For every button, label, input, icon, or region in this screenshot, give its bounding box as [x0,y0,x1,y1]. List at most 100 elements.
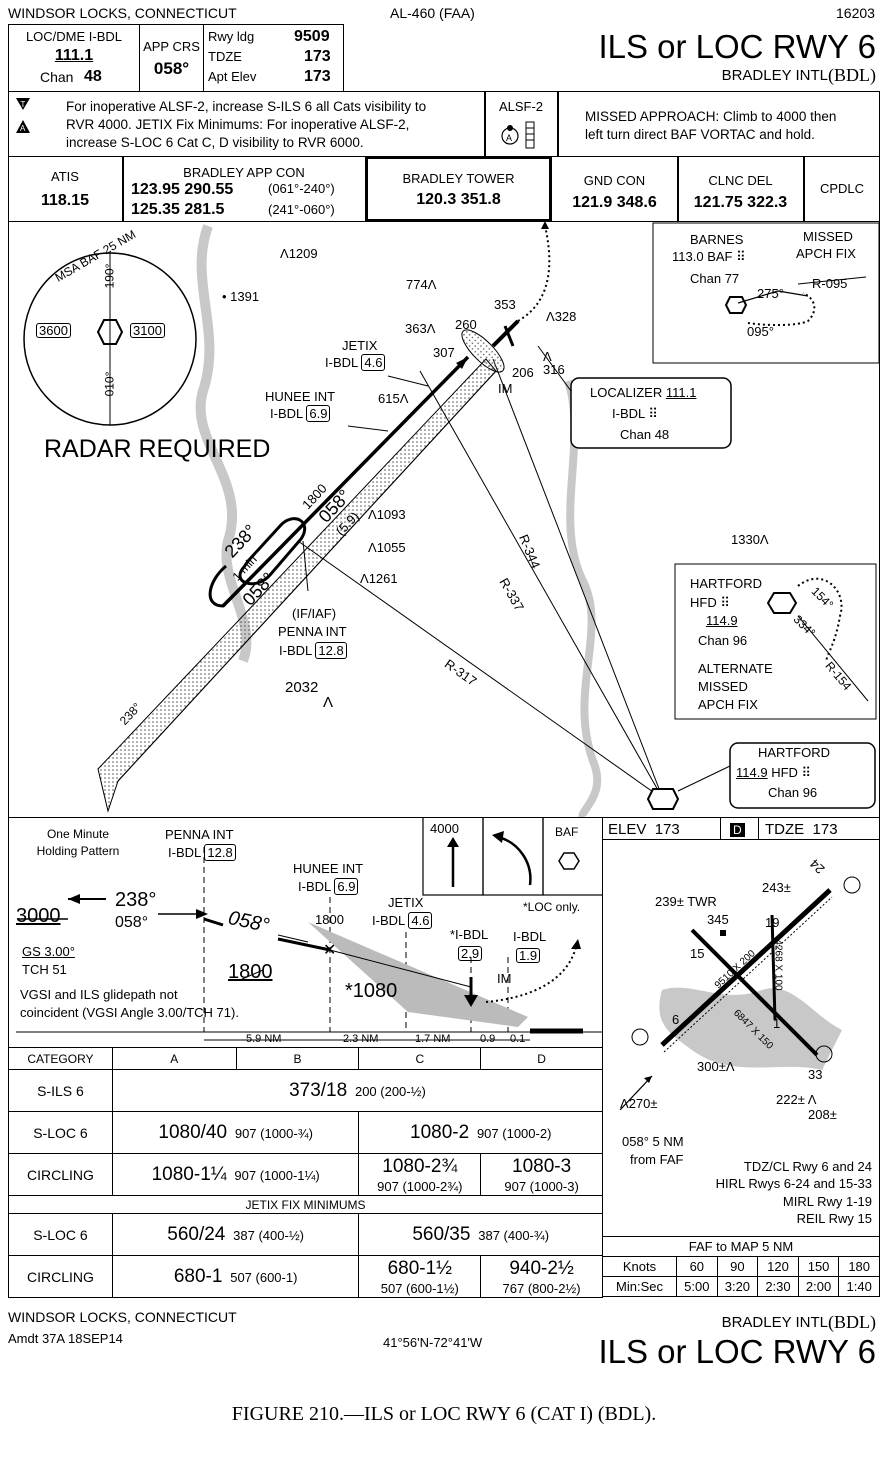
profile-hunee-dme: I-BDL 6.9 [298,878,359,895]
elev-363: 363Λ [405,321,436,336]
ad-lights3: MIRL Rwy 1-19 [782,1194,872,1209]
penna-name: PENNA INT [278,624,347,639]
footer-airport: BRADLEY INTL [721,1314,828,1331]
penna-role: (IF/IAF) [292,606,337,621]
faf-map-title: FAF to MAP 5 NM [602,1236,880,1257]
profile-ibdl19-label: I-BDL [513,929,547,944]
profile-238: 238° [115,889,157,911]
barnes-275: 275° [757,286,784,301]
rwy-ldg: 9509 [294,28,330,45]
barnes-r095: R-095 [812,276,848,291]
profile-tch: TCH 51 [22,962,67,977]
elev-206: 206 [512,365,534,380]
time-60: 5:00 [676,1276,718,1297]
dist-17: 1.7 NM [415,1033,451,1045]
gnd-freq: 121.9 348.6 [572,194,657,211]
header-location: WINDSOR LOCKS, CONNECTICUT [8,5,237,21]
hfd-freq: 114.9 [706,613,738,628]
msa-east: 3100 [130,323,165,338]
profile-hunee: HUNEE INT [293,861,364,876]
app-crs-box [139,24,204,92]
hfd-name: HARTFORD [690,576,762,591]
jcirc-ab: 680-1 507 (600-1) [111,1255,360,1298]
alsf-label: ALSF-2 [498,99,544,114]
jetix-header: JETIX FIX MINIMUMS [8,1195,603,1214]
atis-label: ATIS [51,169,79,184]
ad-lights4: REIL Rwy 15 [796,1211,872,1226]
cat-d: D [480,1047,603,1070]
app-crs: 058° [153,59,190,78]
ad-208: 208± [808,1107,837,1122]
sloc-ab: 1080/40 907 (1000-¾) [111,1111,360,1154]
sloc-label: S-LOC 6 [8,1111,113,1154]
ad-tdze: TDZE 173 [765,821,838,838]
tower-label: BRADLEY TOWER [402,171,515,186]
hfd2-freq: 114.9 HFD ⠿ [736,765,812,780]
profile-jetix: JETIX [388,895,424,910]
ad-rwy6: 6 [672,1012,680,1027]
elev-1391: • 1391 [222,289,260,304]
barnes-095: 095° [747,324,774,339]
airport-name: BRADLEY INTL [721,67,828,84]
vgsi-line2: coincident (VGSI Angle 3.00/TCH 71). [20,1005,239,1020]
time-180: 1:40 [838,1276,880,1297]
tdze: 173 [304,48,331,65]
knots-90: 90 [716,1256,759,1277]
ad-rwy1: 1 [773,1016,781,1031]
app-con-label: BRADLEY APP CON [183,165,305,180]
profile-058a: 058° [115,914,149,931]
chan-label: Chan [40,69,74,85]
knots-150: 150 [797,1256,840,1277]
cpdlc-label: CPDLC [819,181,865,196]
warning-icons: T A [16,98,30,133]
loc-box-chan: Chan 48 [620,427,670,442]
dist-09: 0.9 [480,1033,496,1045]
svg-text:✕: ✕ [323,942,336,959]
cat-a: A [111,1047,237,1070]
profile-ibdl29: 2.9 [458,946,483,961]
app-con-freq2: 125.35 281.5 [131,201,225,218]
ad-rwy33: 33 [808,1067,823,1082]
svg-text:A: A [20,124,26,133]
sils-label: S-ILS 6 [8,1069,113,1112]
circ-label: CIRCLING [8,1153,113,1196]
im-label: IM [498,381,513,396]
hunee-name: HUNEE INT [265,389,336,404]
missed-line2: left turn direct BAF VORTAC and hold. [585,127,815,142]
elev-1261: Λ1261 [360,571,398,586]
loc-only: *LOC only. [523,900,581,914]
ad-270: Λ270± [620,1096,658,1111]
title: ILS or LOC RWY 6 [598,28,876,65]
clnc-label: CLNC DEL [708,173,773,188]
hfd2-name: HARTFORD [758,745,830,760]
app-crs-label: APP CRS [143,39,200,54]
knots-label: Knots [602,1256,677,1277]
footer-coords: 41°56'N-72°41'W [383,1335,483,1350]
ad-239: 239± TWR [655,894,717,909]
loc-box-id: I-BDL ⠿ [612,406,658,421]
msa-190: 190° [102,263,117,289]
elev-1093: Λ1093 [368,507,406,522]
d-symbol: D [730,823,745,837]
knots-120: 120 [757,1256,799,1277]
elev-307: 307 [433,345,455,360]
barnes-chan: Chan 77 [690,271,740,286]
svg-text:A: A [506,133,512,143]
chan-value: 48 [84,68,102,85]
ad-243: 243± [762,880,791,895]
tdze-label: TDZE [208,49,242,64]
profile-1800a: 1800 [228,961,273,983]
ad-lights2: HIRL Rwys 6-24 and 15-33 [715,1176,872,1191]
profile-1800b: 1800 [315,912,344,927]
profile-im: IM [497,971,512,986]
tower-box [365,156,552,222]
barnes-freq: 113.0 BAF ⠿ [672,249,746,264]
elev-774: 774Λ [406,277,437,292]
profile-ibdl29-label: *I-BDL [450,927,489,942]
jsloc-cd: 560/35 387 (400-¾) [358,1213,603,1256]
sils-mins: 373/18 200 (200-½) [111,1069,604,1112]
time-120: 2:30 [757,1276,799,1297]
